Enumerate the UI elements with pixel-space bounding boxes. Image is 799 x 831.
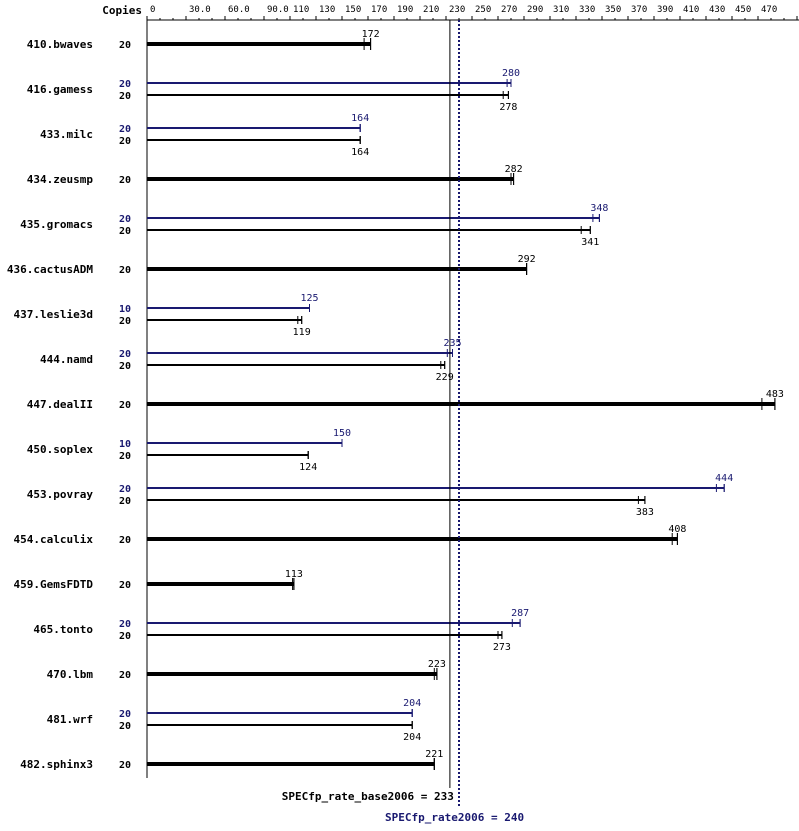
tick-label: 60.0 xyxy=(228,5,250,15)
base-value-label: 292 xyxy=(518,254,536,265)
benchmark-name: 482.sphinx3 xyxy=(20,758,93,771)
benchmark-name: 450.soplex xyxy=(27,443,94,456)
copies-header: Copies xyxy=(102,4,142,17)
base-value-label: 341 xyxy=(581,237,599,248)
benchmark-name: 447.dealII xyxy=(27,398,93,411)
benchmark-name: 453.povray xyxy=(27,488,94,501)
base-value-label: 172 xyxy=(362,29,380,40)
base-copies: 20 xyxy=(119,316,131,327)
tick-label: 350 xyxy=(605,5,621,15)
base-copies: 20 xyxy=(119,136,131,147)
base-copies: 20 xyxy=(119,670,131,681)
base-copies: 20 xyxy=(119,580,131,591)
tick-label: 170 xyxy=(371,5,387,15)
peak-value-label: 348 xyxy=(590,203,608,214)
benchmark-name: 437.leslie3d xyxy=(14,308,93,321)
base-value-label: 119 xyxy=(293,327,311,338)
base-value-label: 273 xyxy=(493,642,511,653)
base-copies: 20 xyxy=(119,760,131,771)
benchmark-name: 433.milc xyxy=(40,128,93,141)
base-copies: 20 xyxy=(119,175,131,186)
base-value-label: 223 xyxy=(428,659,446,670)
peak-copies: 10 xyxy=(119,304,131,315)
base-summary-label: SPECfp_rate_base2006 = 233 xyxy=(282,790,454,803)
base-value-label: 408 xyxy=(668,524,686,535)
benchmark-name: 470.lbm xyxy=(47,668,94,681)
base-copies: 20 xyxy=(119,265,131,276)
base-copies: 20 xyxy=(119,535,131,546)
tick-label: 310 xyxy=(553,5,569,15)
base-value-label: 282 xyxy=(505,164,523,175)
peak-copies: 20 xyxy=(119,214,131,225)
tick-label: 390 xyxy=(657,5,673,15)
base-copies: 20 xyxy=(119,400,131,411)
peak-copies: 20 xyxy=(119,79,131,90)
base-value-label: 229 xyxy=(436,372,454,383)
base-copies: 20 xyxy=(119,40,131,51)
base-copies: 20 xyxy=(119,721,131,732)
tick-label: 410 xyxy=(683,5,699,15)
base-value-label: 278 xyxy=(499,102,517,113)
tick-label: 150 xyxy=(345,5,361,15)
tick-label: 130 xyxy=(319,5,335,15)
tick-label: 0 xyxy=(150,5,155,15)
peak-value-label: 164 xyxy=(351,113,369,124)
base-value-label: 221 xyxy=(425,749,443,760)
peak-value-label: 235 xyxy=(443,338,461,349)
tick-label: 190 xyxy=(397,5,413,15)
base-value-label: 124 xyxy=(299,462,317,473)
benchmark-name: 459.GemsFDTD xyxy=(14,578,94,591)
tick-label: 90.0 xyxy=(267,5,289,15)
tick-label: 430 xyxy=(709,5,725,15)
peak-value-label: 280 xyxy=(502,68,520,79)
base-value-label: 204 xyxy=(403,732,421,743)
benchmark-name: 465.tonto xyxy=(33,623,93,636)
benchmark-name: 435.gromacs xyxy=(20,218,93,231)
base-copies: 20 xyxy=(119,631,131,642)
base-value-label: 383 xyxy=(636,507,654,518)
tick-label: 210 xyxy=(423,5,439,15)
peak-value-label: 125 xyxy=(300,293,318,304)
peak-copies: 20 xyxy=(119,619,131,630)
peak-value-label: 444 xyxy=(715,473,733,484)
tick-label: 450 xyxy=(735,5,751,15)
peak-copies: 10 xyxy=(119,439,131,450)
tick-label: 330 xyxy=(579,5,595,15)
peak-summary-label: SPECfp_rate2006 = 240 xyxy=(385,811,524,824)
peak-copies: 20 xyxy=(119,709,131,720)
tick-label: 110 xyxy=(293,5,309,15)
peak-copies: 20 xyxy=(119,349,131,360)
base-value-label: 113 xyxy=(285,569,303,580)
tick-label: 230 xyxy=(449,5,465,15)
base-value-label: 483 xyxy=(766,389,784,400)
benchmark-name: 481.wrf xyxy=(47,713,93,726)
tick-label: 30.0 xyxy=(189,5,211,15)
base-copies: 20 xyxy=(119,451,131,462)
benchmark-name: 444.namd xyxy=(40,353,93,366)
tick-label: 250 xyxy=(475,5,491,15)
benchmark-name: 436.cactusADM xyxy=(7,263,93,276)
benchmark-name: 434.zeusmp xyxy=(27,173,94,186)
benchmark-name: 416.gamess xyxy=(27,83,93,96)
base-value-label: 164 xyxy=(351,147,369,158)
base-copies: 20 xyxy=(119,226,131,237)
peak-value-label: 287 xyxy=(511,608,529,619)
base-copies: 20 xyxy=(119,361,131,372)
benchmark-name: 454.calculix xyxy=(14,533,94,546)
base-copies: 20 xyxy=(119,496,131,507)
tick-label: 290 xyxy=(527,5,543,15)
tick-label: 270 xyxy=(501,5,517,15)
peak-value-label: 150 xyxy=(333,428,351,439)
tick-label: 470 xyxy=(761,5,777,15)
peak-value-label: 204 xyxy=(403,698,421,709)
peak-copies: 20 xyxy=(119,484,131,495)
base-copies: 20 xyxy=(119,91,131,102)
peak-copies: 20 xyxy=(119,124,131,135)
benchmark-name: 410.bwaves xyxy=(27,38,93,51)
tick-label: 370 xyxy=(631,5,647,15)
